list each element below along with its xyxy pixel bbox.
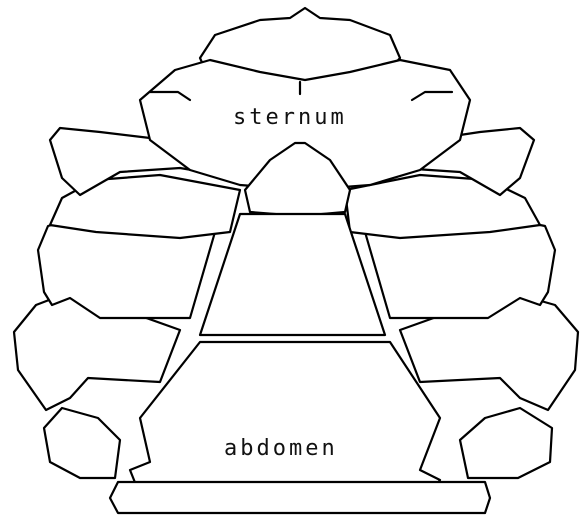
sternum-label: sternum <box>233 107 347 129</box>
abdomen-base <box>110 482 490 513</box>
abdomen-segment-3 <box>130 342 440 495</box>
right-leg-4 <box>460 408 552 478</box>
left-leg-4 <box>44 408 120 478</box>
abdomen-label: abdomen <box>224 438 338 460</box>
